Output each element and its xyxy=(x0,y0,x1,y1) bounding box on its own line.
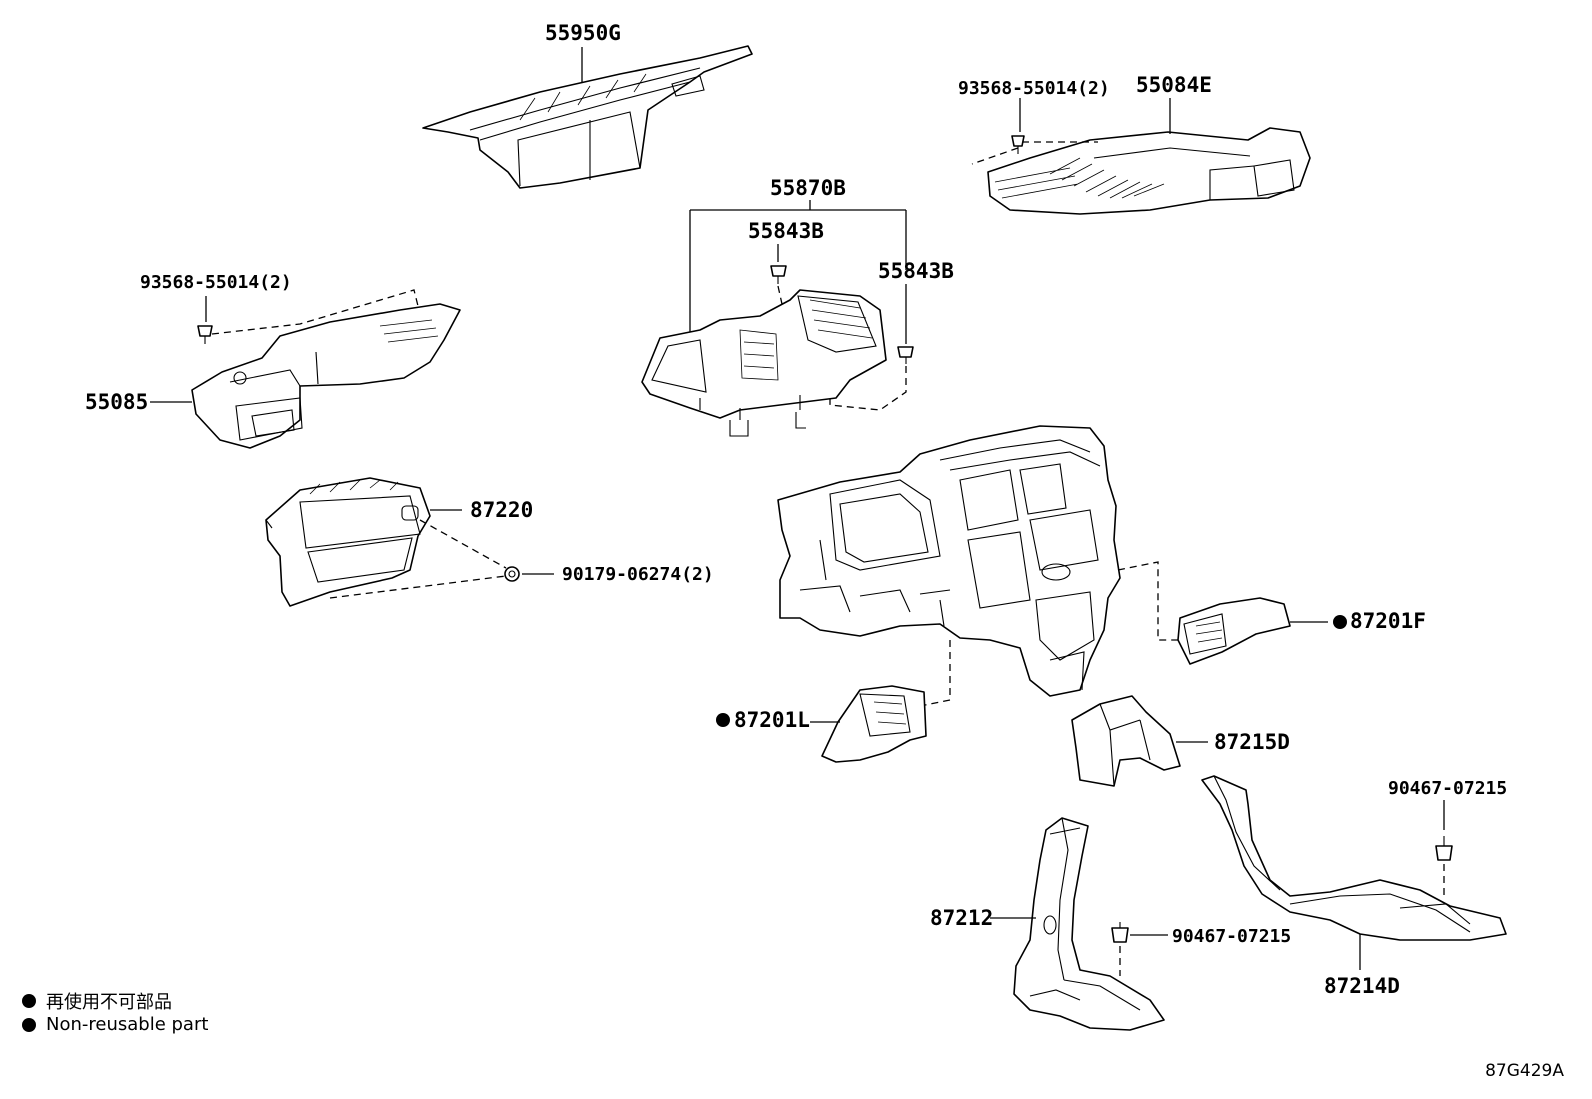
part-55870B-drawing xyxy=(641,289,887,437)
part-87201L-drawing xyxy=(821,685,927,763)
part-87215D-drawing xyxy=(1071,695,1181,787)
figure-reference: 87G429A xyxy=(1485,1061,1564,1081)
clip-icon-right xyxy=(1435,836,1453,861)
label-55843B-a: 55843B xyxy=(748,219,824,243)
clip-icon-a xyxy=(770,265,787,284)
legend-japanese: 再使用不可部品 xyxy=(22,988,172,1014)
label-90467-mid: 90467-07215 xyxy=(1172,926,1291,947)
part-55084E-drawing xyxy=(987,127,1311,215)
clip-icon-b xyxy=(897,346,914,364)
bolt-icon-top xyxy=(1011,135,1025,154)
legend-english: Non-reusable part xyxy=(22,1014,208,1035)
part-55085-drawing xyxy=(191,303,461,449)
label-87212: 87212 xyxy=(930,906,993,930)
non-reusable-marker-87201F xyxy=(1333,615,1347,629)
bullet-icon xyxy=(22,1017,36,1032)
part-55950G-drawing xyxy=(422,45,753,189)
part-87214D-drawing xyxy=(1201,775,1507,941)
label-55084E: 55084E xyxy=(1136,73,1212,97)
label-87201L: 87201L xyxy=(734,708,810,732)
label-87201F: 87201F xyxy=(1350,609,1426,633)
label-90179: 90179-06274(2) xyxy=(562,564,714,585)
hvac-unit-drawing xyxy=(777,425,1121,697)
part-87201F-drawing xyxy=(1177,597,1291,665)
label-93568-left: 93568-55014(2) xyxy=(140,272,292,293)
label-87214D: 87214D xyxy=(1324,974,1400,998)
label-55085: 55085 xyxy=(85,390,148,414)
label-55843B-b: 55843B xyxy=(878,259,954,283)
part-87220-drawing xyxy=(265,477,431,607)
label-87220: 87220 xyxy=(470,498,533,522)
clip-icon-mid xyxy=(1111,922,1129,943)
bolt-icon-left xyxy=(197,325,213,344)
legend-english-text: Non-reusable part xyxy=(46,1014,209,1035)
label-90467-right: 90467-07215 xyxy=(1388,778,1507,799)
part-87212-drawing xyxy=(1013,817,1165,1031)
label-87215D: 87215D xyxy=(1214,730,1290,754)
bullet-icon xyxy=(22,994,36,1008)
non-reusable-marker-87201L xyxy=(716,713,730,727)
label-55950G: 55950G xyxy=(545,21,621,45)
label-93568-top: 93568-55014(2) xyxy=(958,78,1110,99)
nut-icon xyxy=(504,566,520,582)
legend-japanese-text: 再使用不可部品 xyxy=(46,992,172,1013)
label-55870B: 55870B xyxy=(770,176,846,200)
